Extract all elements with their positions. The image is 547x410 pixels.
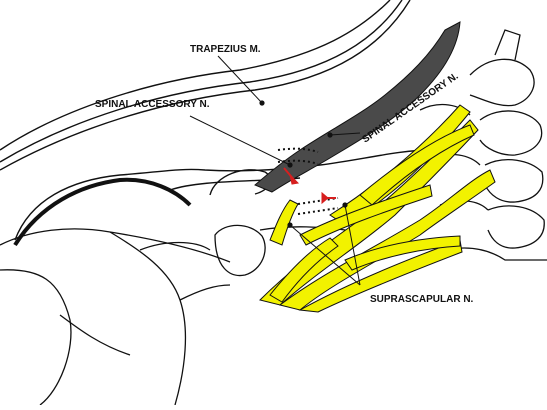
suprascapular-nerve (270, 200, 298, 245)
label-trapezius: TRAPEZIUS M. (190, 44, 261, 55)
acromion-edge (15, 180, 190, 245)
label-spinal-accessory-left: SPINAL ACCESSORY N. (95, 99, 210, 110)
scapula (0, 225, 360, 405)
label-suprascapular: SUPRASCAPULAR N. (370, 294, 474, 305)
